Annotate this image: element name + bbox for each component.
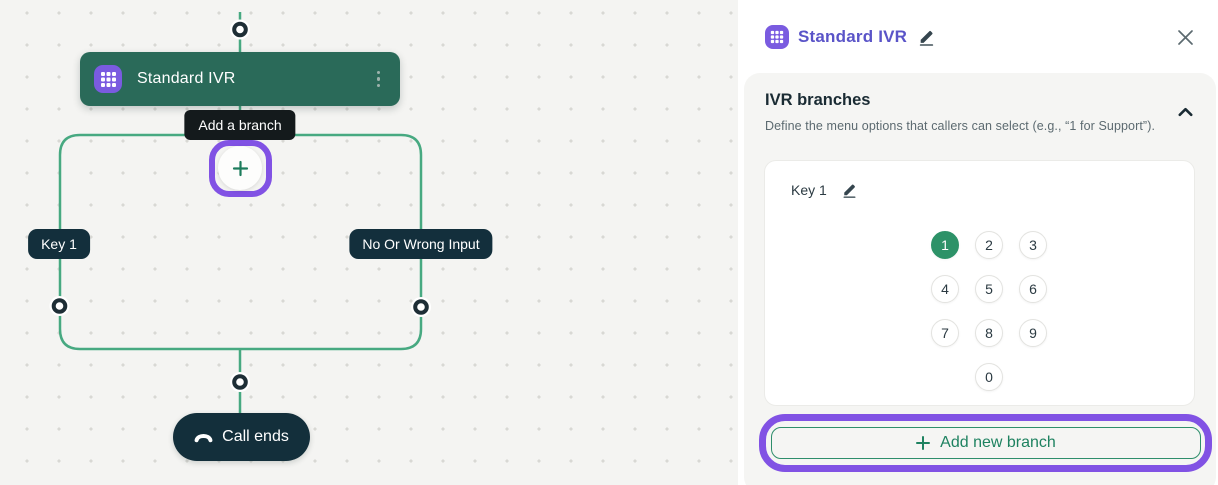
flow-canvas[interactable]: Standard IVR Add a branch Key 1 No Or Wr… <box>0 0 738 485</box>
add-branch-plus-button[interactable] <box>218 146 262 190</box>
ivr-branches-section: IVR branches Define the menu options tha… <box>744 73 1216 485</box>
add-branch-tooltip: Add a branch <box>184 110 296 140</box>
flow-edges-layer <box>49 12 431 413</box>
dialpad-icon <box>94 65 122 93</box>
keypad-key-4[interactable]: 4 <box>931 275 959 303</box>
panel-header: Standard IVR <box>765 24 1196 50</box>
key-card-head: Key 1 <box>791 181 859 199</box>
standard-ivr-node[interactable]: Standard IVR <box>80 52 400 106</box>
key1-branch-card: Key 1 1 2 3 4 <box>764 160 1195 406</box>
branch-label-wrong-input[interactable]: No Or Wrong Input <box>349 229 493 259</box>
connector-port-wrong-input[interactable] <box>411 297 431 317</box>
settings-panel: Standard IVR IVR branches Define the men… <box>738 0 1218 485</box>
close-panel-button[interactable] <box>1175 27 1196 48</box>
key-card-title: Key 1 <box>791 182 827 198</box>
call-ends-node[interactable]: Call ends <box>173 413 310 461</box>
keypad-key-7[interactable]: 7 <box>931 319 959 347</box>
phone-hangup-icon <box>194 433 213 442</box>
branch-label-text: No Or Wrong Input <box>362 236 480 252</box>
node-menu-kebab-icon[interactable] <box>371 67 387 92</box>
connector-port-key1[interactable] <box>49 296 70 316</box>
keypad-row: 4 5 6 <box>931 275 1047 303</box>
pencil-icon <box>843 184 856 199</box>
edit-key-button[interactable] <box>840 181 859 199</box>
connector-port-top[interactable] <box>230 19 250 40</box>
keypad: 1 2 3 4 5 6 7 8 9 0 <box>931 231 1047 391</box>
keypad-key-3[interactable]: 3 <box>1019 231 1047 259</box>
chevron-up-icon <box>1178 107 1193 117</box>
close-icon <box>1178 29 1193 45</box>
branch-label-key1[interactable]: Key 1 <box>28 229 90 259</box>
keypad-key-2[interactable]: 2 <box>975 231 1003 259</box>
section-head: IVR branches Define the menu options tha… <box>765 91 1196 133</box>
end-node-label: Call ends <box>222 428 289 445</box>
keypad-row: 0 <box>931 363 1047 391</box>
keypad-row: 1 2 3 <box>931 231 1047 259</box>
dialpad-icon <box>765 25 789 49</box>
section-subtitle: Define the menu options that callers can… <box>765 119 1156 133</box>
add-new-branch-button[interactable]: Add new branch <box>771 427 1201 459</box>
keypad-key-8[interactable]: 8 <box>975 319 1003 347</box>
keypad-key-1[interactable]: 1 <box>931 231 959 259</box>
collapse-section-button[interactable] <box>1175 101 1196 125</box>
plus-icon <box>232 160 248 176</box>
node-title: Standard IVR <box>137 70 236 87</box>
plus-icon <box>916 436 931 450</box>
keypad-key-0[interactable]: 0 <box>975 363 1003 391</box>
panel-title: Standard IVR <box>798 27 908 46</box>
keypad-key-5[interactable]: 5 <box>975 275 1003 303</box>
add-new-branch-label: Add new branch <box>940 434 1056 451</box>
connector-port-bottom[interactable] <box>230 372 250 392</box>
keypad-row: 7 8 9 <box>931 319 1047 347</box>
branch-label-text: Key 1 <box>41 236 77 252</box>
section-title: IVR branches <box>765 91 871 109</box>
keypad-key-6[interactable]: 6 <box>1019 275 1047 303</box>
pencil-icon <box>919 30 934 46</box>
keypad-key-9[interactable]: 9 <box>1019 319 1047 347</box>
edit-title-button[interactable] <box>916 27 937 47</box>
